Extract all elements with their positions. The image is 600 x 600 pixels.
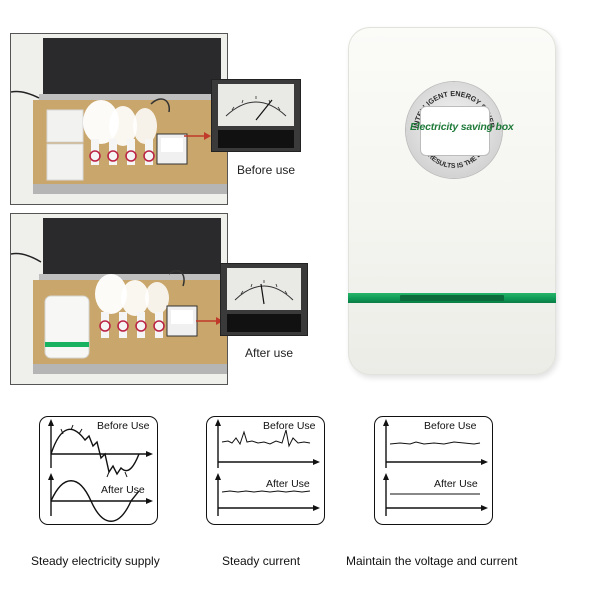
energy-saver-device [348,27,556,375]
diagram-3-caption: Maintain the voltage and current [346,554,518,568]
after-use-photo-panel [10,213,228,385]
steady-supply-diagram [39,416,158,525]
diagram-1-caption: Steady electricity supply [31,554,160,568]
diagram-3-before-label: Before Use [424,420,477,432]
ammeter-dial-icon [221,264,307,335]
voltage-current-waveforms [383,419,488,516]
after-meter-zoom [220,263,308,336]
diagram-2-after-label: After Use [266,478,310,490]
device-indicator-slot [400,295,504,301]
diagram-2-caption: Steady current [222,554,301,568]
pointer-arrow-icon [184,132,211,140]
steady-current-waveforms [215,419,320,516]
steady-current-diagram [206,416,325,525]
after-use-caption: After use [245,346,294,360]
badge-center-plate [420,106,490,156]
diagram-2-before-label: Before Use [263,420,316,432]
ammeter-dial-icon [212,80,300,151]
diagram-3-after-label: After Use [434,478,478,490]
before-meter-zoom [211,79,301,152]
badge-main-text: Electricity saving box [410,121,514,133]
briefcase-test-kit-photo [11,34,227,204]
diagram-1-before-label: Before Use [97,420,150,432]
before-use-photo-panel [10,33,228,205]
pointer-arrow-icon [196,317,223,325]
diagram-1-after-label: After Use [101,484,145,496]
before-use-caption: Before use [237,163,296,177]
briefcase-test-kit-with-saver-photo [11,214,227,384]
steady-supply-waveforms [48,419,153,522]
voltage-current-diagram [374,416,493,525]
